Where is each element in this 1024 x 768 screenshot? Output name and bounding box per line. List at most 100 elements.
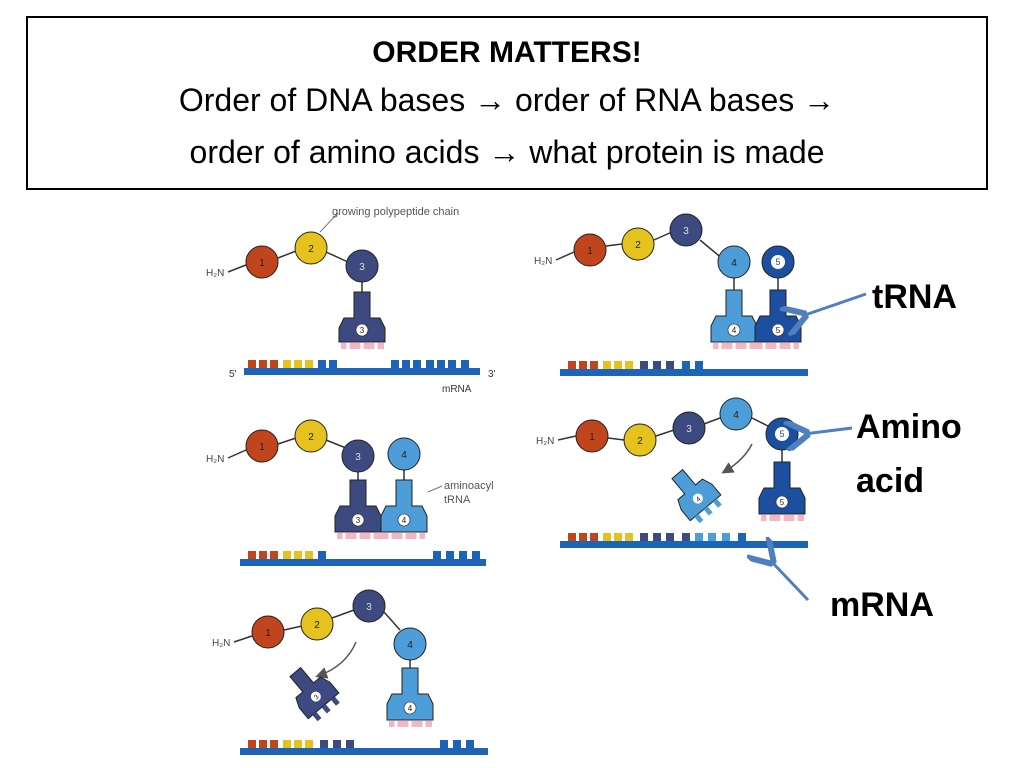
mrna-strand — [240, 748, 488, 755]
growing-chain-label: growing polypeptide chain — [332, 206, 459, 218]
trna-number: 4 — [695, 496, 703, 504]
amino-acid-3 — [672, 411, 706, 445]
amino-acids-text: order of amino acids — [189, 134, 480, 170]
panel-d: H₂N 1 2 3 4 5 4 5 — [534, 213, 808, 376]
trna-3 — [338, 291, 386, 343]
trna-number: 4 — [408, 704, 413, 713]
amino-acid-label-line-1: Amino — [856, 408, 962, 446]
mrna-codons — [248, 740, 474, 748]
amino-acid-1 — [251, 615, 285, 649]
amino-acid-number: 1 — [587, 246, 593, 257]
amino-acid-4 — [717, 245, 751, 279]
right-arrow-icon: → — [488, 134, 521, 170]
amino-acid-number: 3 — [355, 452, 361, 463]
released-trna-3: 3 — [289, 666, 340, 722]
mrna-label: mRNA — [830, 586, 934, 624]
panel-a: H₂N 1 2 3 growing polypeptide chain 3 5'… — [206, 206, 496, 395]
amino-acid-number: 2 — [308, 432, 314, 443]
h2n-label: H₂N — [536, 436, 554, 447]
rna-bases-text: order of RNA bases — [514, 82, 795, 118]
amino-acid-number: 1 — [259, 442, 265, 453]
right-arrow-icon: → — [474, 82, 507, 118]
release-arrow-icon — [315, 641, 357, 679]
title-line-1: Order of DNA bases → order of RNA bases … — [28, 74, 986, 126]
amino-acid-number: 2 — [637, 436, 643, 447]
amino-acid-number: 3 — [686, 424, 692, 435]
amino-acid-number: 5 — [779, 429, 784, 439]
amino-acid-number: 2 — [635, 240, 641, 251]
trna-number: 3 — [313, 694, 321, 702]
mrna-strand — [244, 368, 480, 375]
trna-number: 5 — [776, 326, 781, 335]
amino-acid-1 — [245, 429, 279, 463]
mrna-codons — [568, 533, 746, 541]
trna-number: 4 — [402, 516, 407, 525]
amino-acid-1 — [575, 419, 609, 453]
mrna-pointer-arrow-icon — [770, 560, 810, 602]
amino-acid-4 — [719, 397, 753, 431]
panel-e: H₂N 1 2 3 4 5 4 5 — [536, 397, 808, 548]
amino-acid-2 — [623, 423, 657, 457]
amino-acid-2 — [294, 419, 328, 453]
amino-acid-3 — [345, 249, 379, 283]
panel-b: H₂N 1 2 3 4 3 4 aminoacy — [206, 419, 494, 566]
amino-acid-number: 3 — [359, 262, 365, 273]
panel-c: H₂N 1 2 3 4 3 4 — [212, 589, 488, 755]
amino-acid-4 — [387, 437, 421, 471]
amino-acid-number: 2 — [314, 620, 320, 631]
released-trna-4: 4 — [671, 468, 722, 524]
h2n-label: H₂N — [206, 268, 224, 279]
trna-label: tRNA — [872, 278, 957, 316]
amino-acid-3 — [341, 439, 375, 473]
mrna-small-label: mRNA — [442, 384, 472, 395]
h2n-label: H₂N — [534, 256, 552, 267]
right-arrow-icon: → — [803, 82, 836, 118]
amino-acid-number: 4 — [731, 258, 737, 269]
aminoacyl-trna-label: tRNA — [444, 494, 471, 506]
amino-acid-2 — [300, 607, 334, 641]
amino-acid-3 — [352, 589, 386, 623]
amino-acid-2 — [621, 227, 655, 261]
amino-acid-1 — [245, 245, 279, 279]
amino-acid-number: 4 — [401, 450, 407, 461]
mrna-codons — [248, 551, 480, 559]
amino-acid-number: 4 — [407, 640, 413, 651]
trna-4 — [386, 667, 434, 721]
amino-acid-4 — [393, 627, 427, 661]
amino-acid-number: 1 — [259, 258, 265, 269]
trna-4 — [380, 479, 428, 533]
title-line-2: order of amino acids → what protein is m… — [28, 126, 986, 178]
amino-acid-number: 3 — [366, 602, 372, 613]
amino-acid-number: 2 — [308, 244, 314, 255]
protein-text: what protein is made — [529, 134, 825, 170]
dna-bases-text: Order of DNA bases — [178, 82, 466, 118]
mrna-codons — [248, 360, 469, 368]
mrna-strand — [560, 369, 808, 376]
amino-acid-number: 1 — [265, 628, 271, 639]
three-prime-label: 3' — [488, 369, 496, 380]
trna-number: 5 — [780, 498, 785, 507]
amino-acid-number: 3 — [683, 226, 689, 237]
mrna-strand — [240, 559, 486, 566]
amino-acid-1 — [573, 233, 607, 267]
amino-acid-3 — [669, 213, 703, 247]
title-box: ORDER MATTERS! Order of DNA bases → orde… — [26, 16, 988, 190]
h2n-label: H₂N — [206, 454, 224, 465]
release-arrow-icon — [721, 443, 753, 474]
h2n-label: H₂N — [212, 638, 230, 649]
amino-acid-number: 4 — [733, 410, 739, 421]
trna-number: 3 — [356, 516, 361, 525]
trna-number: 4 — [732, 326, 737, 335]
amino-acid-number: 5 — [775, 257, 780, 267]
aminoacyl-label: aminoacyl — [444, 480, 494, 492]
trna-number: 3 — [360, 326, 365, 335]
mrna-codons — [568, 361, 703, 369]
amino-acid-number: 1 — [589, 432, 595, 443]
amino-acid-pointer-arrow-icon — [804, 428, 853, 434]
trna-5 — [758, 461, 806, 515]
slide-title: ORDER MATTERS! — [372, 36, 642, 69]
amino-acid-label-line-2: acid — [856, 462, 925, 500]
mrna-strand — [560, 541, 808, 548]
amino-acid-2 — [294, 231, 328, 265]
